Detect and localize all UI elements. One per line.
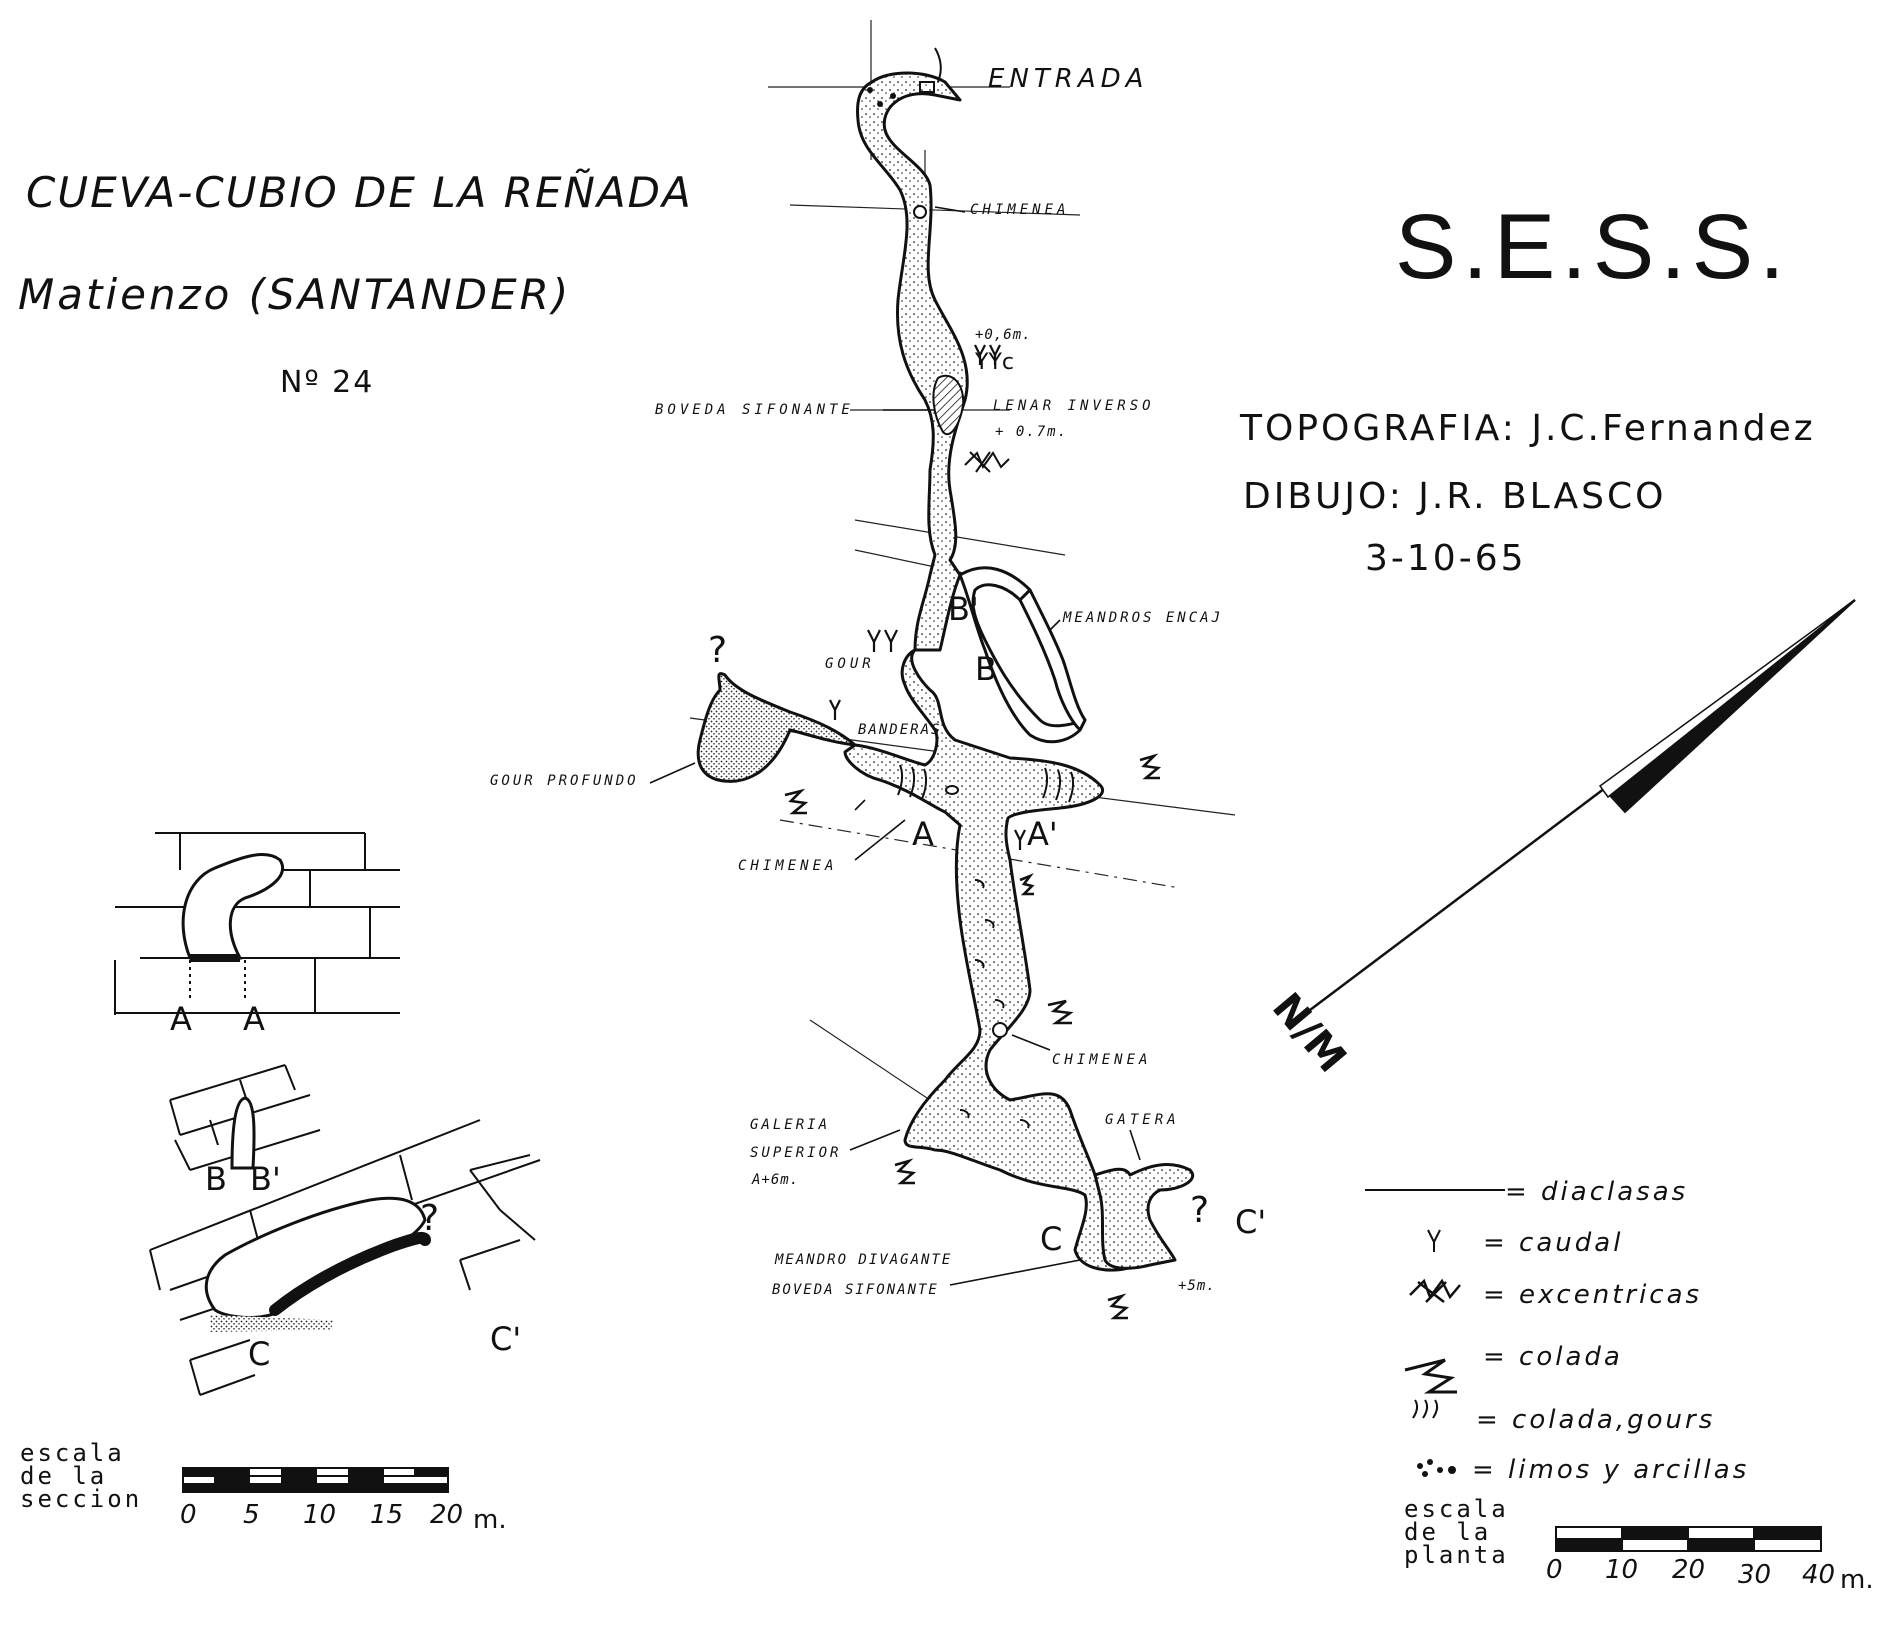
chimenea-circles bbox=[913, 205, 1008, 1038]
gatera-chamber bbox=[1093, 1163, 1194, 1270]
scale-plan-tick: 30 bbox=[1738, 1560, 1772, 1590]
label-caudal-mark: YYc bbox=[975, 350, 1014, 375]
section-aa-left-label: A bbox=[170, 1000, 192, 1038]
label-c-prime: C' bbox=[1235, 1203, 1267, 1241]
label-galeria: GALERIA bbox=[750, 1117, 831, 1133]
scale-plan-title-line: de la bbox=[1404, 1518, 1492, 1546]
scale-plan-tick: 40 bbox=[1802, 1560, 1836, 1590]
limos-icon bbox=[1417, 1459, 1456, 1477]
section-bb-left-label: B bbox=[205, 1160, 227, 1198]
meandros-branch bbox=[1018, 588, 1087, 732]
upper-passage bbox=[856, 71, 969, 652]
scale-plan-tick: 0 bbox=[1546, 1555, 1563, 1585]
label-b: B bbox=[975, 650, 997, 688]
section-cc-left-label: C bbox=[248, 1335, 271, 1373]
label-a: A bbox=[912, 815, 934, 853]
label-chimenea-top: CHIMENEA bbox=[970, 202, 1070, 218]
section-cc-question: ? bbox=[420, 1198, 440, 1239]
colada-gours-marks bbox=[897, 764, 1075, 1129]
scale-plan-tick: 20 bbox=[1672, 1555, 1706, 1585]
colada-gours-icon bbox=[1412, 1399, 1439, 1419]
excentricas-icon bbox=[1409, 1278, 1461, 1303]
central-passage bbox=[843, 648, 1152, 1272]
label-boveda-sifonante-top: BOVEDA SIFONANTE bbox=[655, 402, 854, 418]
b-loop bbox=[958, 566, 1087, 744]
caudal-icon bbox=[1427, 1229, 1441, 1252]
label-superior: SUPERIOR bbox=[750, 1145, 842, 1161]
caudal-symbols bbox=[829, 344, 1026, 850]
label-height-06: +0,6m. bbox=[975, 327, 1032, 343]
scale-section-title-line: seccion bbox=[20, 1485, 143, 1513]
section-bb-right-label: B' bbox=[250, 1160, 281, 1198]
scale-section-tick: 0 bbox=[180, 1500, 197, 1530]
label-b-prime: B' bbox=[948, 590, 979, 628]
scale-plan-title-line: escala bbox=[1404, 1495, 1509, 1523]
section-cc bbox=[149, 1119, 541, 1396]
label-entrada: ENTRADA bbox=[988, 64, 1149, 94]
label-meandro-divagante: MEANDRO DIVAGANTE bbox=[775, 1252, 953, 1268]
legend-caudal: = caudal bbox=[1483, 1228, 1624, 1258]
label-chimenea-mid: CHIMENEA bbox=[738, 858, 838, 874]
section-cc-right-label: C' bbox=[490, 1320, 522, 1358]
label-chimenea-low: CHIMENEA bbox=[1052, 1052, 1152, 1068]
org-name: S.E.S.S. bbox=[1395, 196, 1791, 298]
scale-plan-unit: m. bbox=[1840, 1565, 1874, 1595]
label-c: C bbox=[1040, 1220, 1063, 1258]
label-galeria-height: A+6m. bbox=[752, 1172, 800, 1188]
scale-section-tick: 20 bbox=[430, 1500, 464, 1530]
cave-passage bbox=[696, 71, 1194, 1272]
credit-topografia: TOPOGRAFIA: J.C.Fernandez bbox=[1240, 408, 1816, 449]
scale-bar-section bbox=[182, 1467, 449, 1493]
map-date: 3-10-65 bbox=[1365, 538, 1527, 579]
scale-section-title-line: de la bbox=[20, 1462, 108, 1490]
label-boveda-sifonante-low: BOVEDA SIFONANTE bbox=[772, 1282, 939, 1298]
entrance-marks bbox=[867, 47, 942, 107]
label-meandros-encaj: MEANDROS ENCAJ bbox=[1063, 610, 1224, 626]
credit-dibujo: DIBUJO: J.R. BLASCO bbox=[1243, 476, 1667, 517]
label-banderas: BANDERAS bbox=[858, 722, 942, 738]
colada-symbols bbox=[784, 753, 1162, 1320]
map-location: Matienzo (SANTANDER) bbox=[18, 270, 572, 319]
lenar-hatch bbox=[932, 375, 965, 435]
section-aa-right-label: A bbox=[243, 1000, 265, 1038]
map-number: Nº 24 bbox=[280, 365, 375, 400]
scale-section-title-line: escala bbox=[20, 1439, 125, 1467]
legend-excentricas: = excentricas bbox=[1483, 1280, 1703, 1310]
west-branch bbox=[696, 672, 857, 783]
scale-section-unit: m. bbox=[473, 1505, 507, 1535]
scale-bar-plan bbox=[1555, 1526, 1822, 1552]
scale-plan-tick: 10 bbox=[1605, 1555, 1639, 1585]
scale-section-title: escala de la seccion bbox=[20, 1439, 143, 1513]
label-height-07: + 0.7m. bbox=[995, 424, 1069, 440]
label-height-5: +5m. bbox=[1178, 1278, 1216, 1294]
label-gatera: GATERA bbox=[1105, 1112, 1180, 1128]
scale-plan-title: escala de la planta bbox=[1404, 1495, 1509, 1569]
leader-lines bbox=[649, 206, 1141, 1286]
label-a-prime: A' bbox=[1027, 815, 1058, 853]
legend-limos: = limos y arcillas bbox=[1472, 1455, 1750, 1485]
scale-section-tick: 5 bbox=[243, 1500, 260, 1530]
legend-symbols bbox=[1365, 1189, 1505, 1477]
section-aa bbox=[114, 832, 400, 1015]
legend-colada-gours: = colada,gours bbox=[1476, 1405, 1716, 1435]
map-title: CUEVA-CUBIO DE LA REÑADA bbox=[26, 168, 693, 217]
legend-colada: = colada bbox=[1483, 1342, 1623, 1372]
label-gour-profundo: GOUR PROFUNDO bbox=[490, 773, 639, 789]
section-bb bbox=[169, 1064, 321, 1171]
excentricas-symbol bbox=[964, 451, 1010, 473]
scale-section-tick: 15 bbox=[370, 1500, 404, 1530]
label-question-east: ? bbox=[1190, 1190, 1210, 1231]
label-lenar-inverso: LENAR INVERSO bbox=[993, 398, 1155, 414]
label-gour: GOUR bbox=[825, 656, 875, 672]
label-question-west: ? bbox=[708, 630, 728, 671]
north-arrow bbox=[1309, 599, 1856, 1011]
scale-plan-title-line: planta bbox=[1404, 1541, 1509, 1569]
colada-icon bbox=[1404, 1358, 1457, 1394]
legend-diaclasas: = diaclasas bbox=[1505, 1177, 1689, 1207]
scale-section-tick: 10 bbox=[303, 1500, 337, 1530]
